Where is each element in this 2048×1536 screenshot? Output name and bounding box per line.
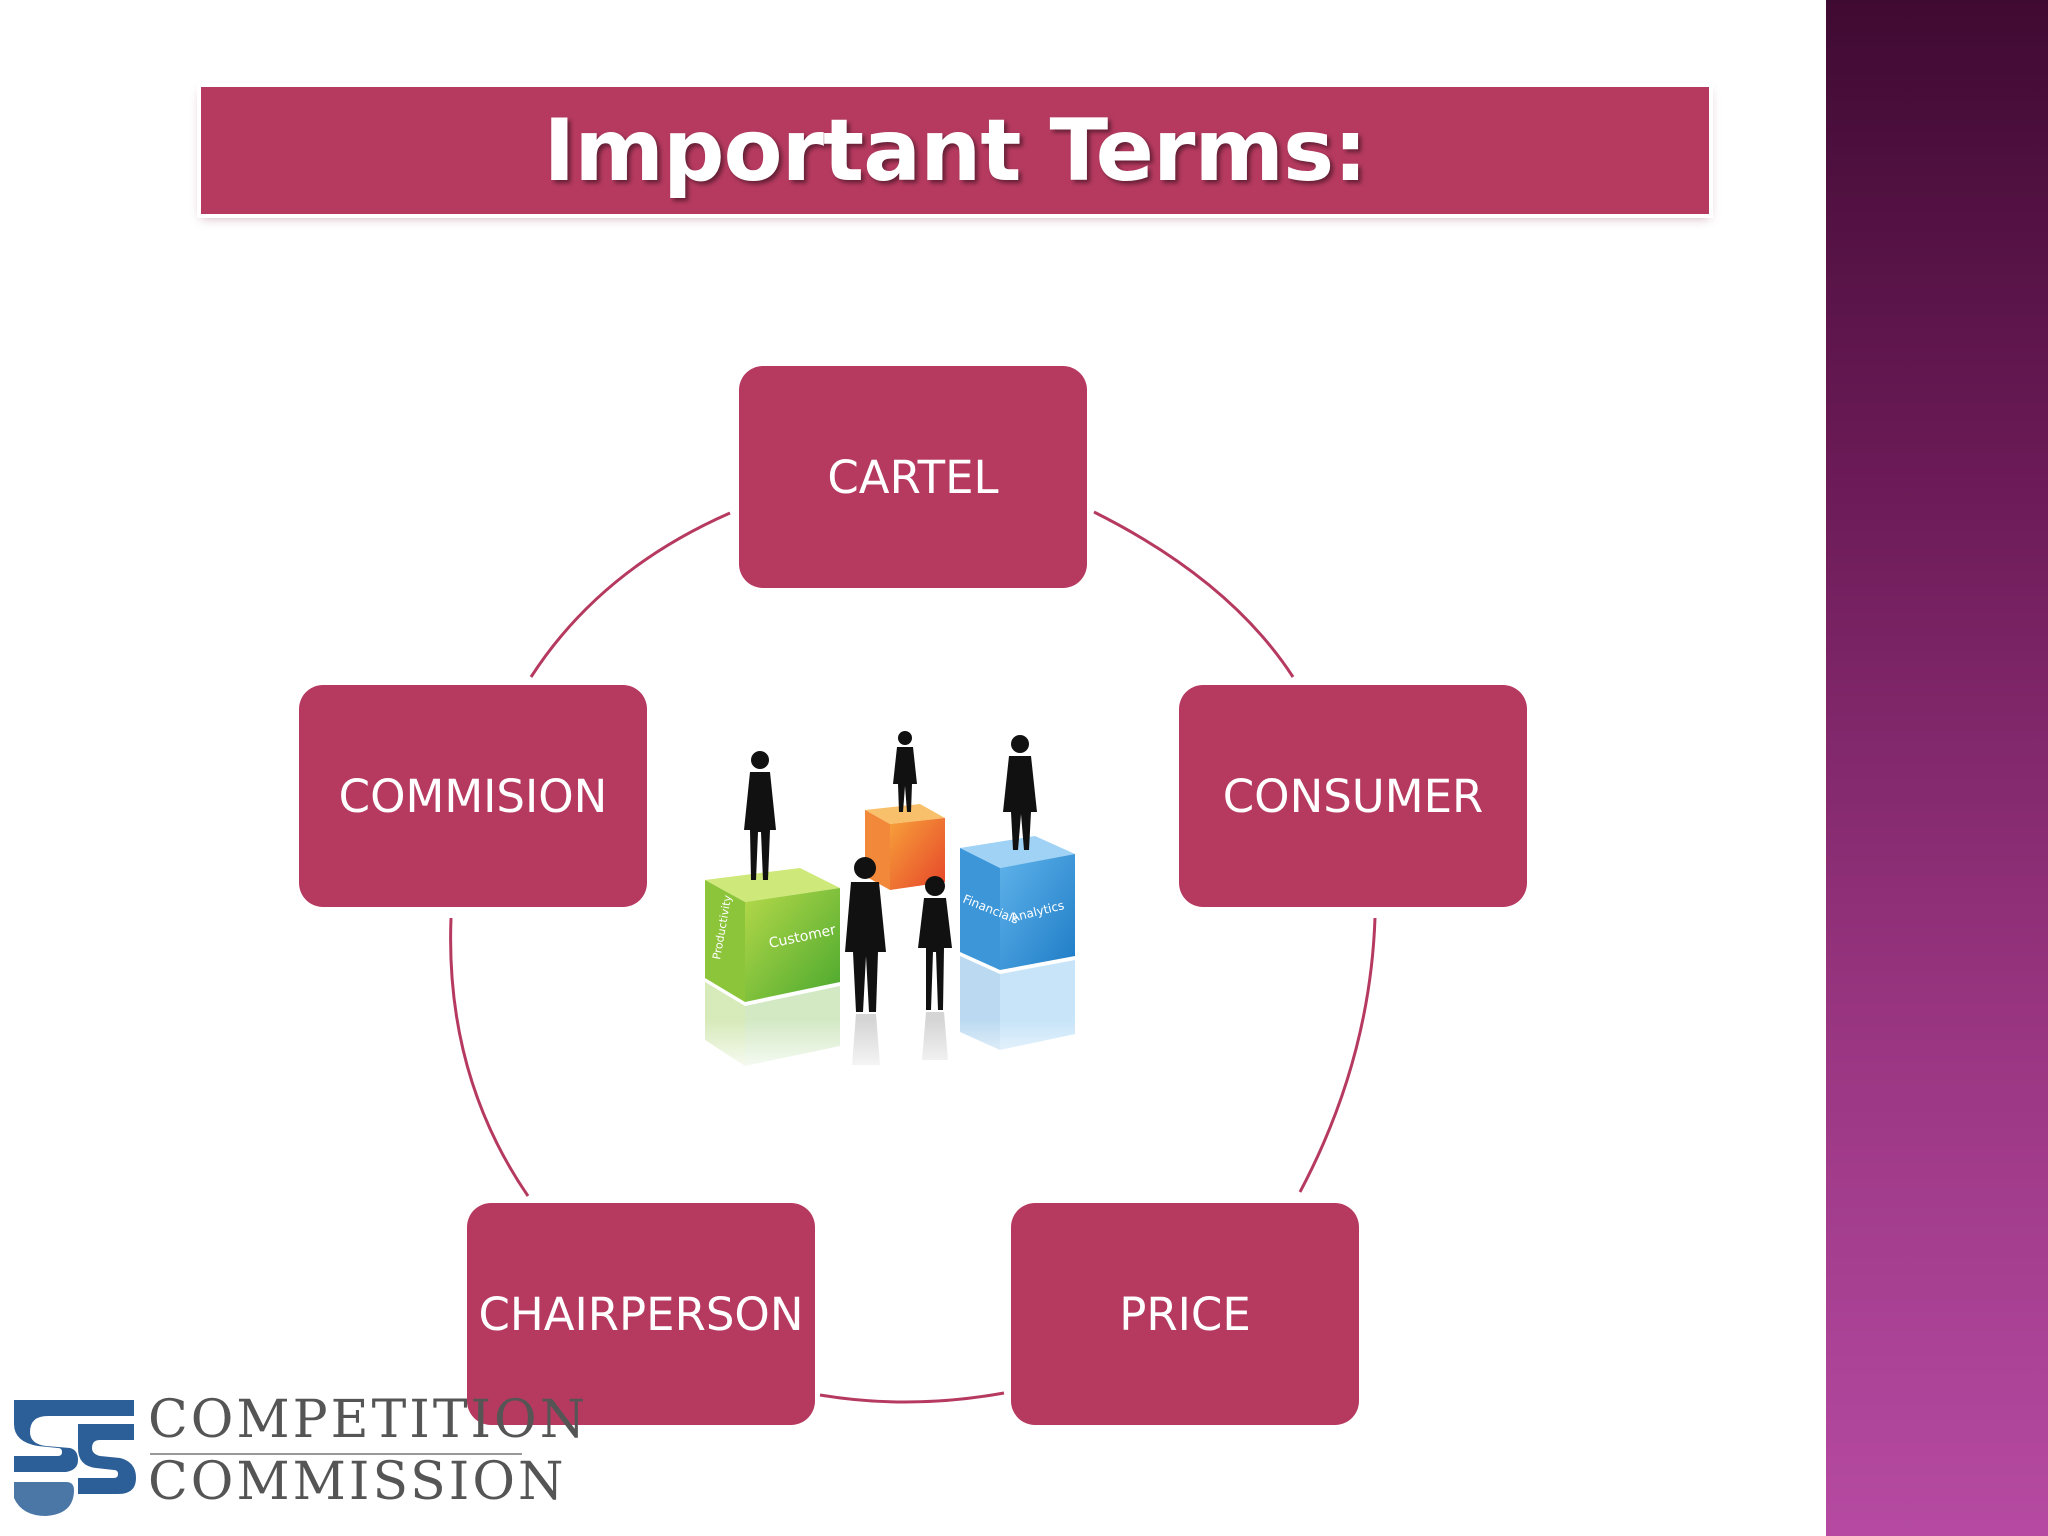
logo-text-line1: COMPETITION bbox=[148, 1390, 589, 1450]
ring-arc-price-chairperson bbox=[819, 1391, 1005, 1404]
competition-commission-emblem-icon bbox=[14, 1400, 136, 1516]
decorative-side-bar bbox=[1826, 0, 2048, 1536]
blue-cube: Financials Analytics bbox=[960, 836, 1075, 1050]
term-box-chairperson: CHAIRPERSON bbox=[467, 1203, 815, 1425]
logo-text-line2: COMMISSION bbox=[148, 1452, 567, 1512]
business-people-silhouettes bbox=[744, 731, 1037, 1012]
slide-title: Important Terms: bbox=[543, 100, 1367, 201]
term-box-commision: COMMISION bbox=[299, 685, 647, 907]
term-label-commision: COMMISION bbox=[338, 769, 608, 823]
title-banner: Important Terms: bbox=[201, 87, 1709, 214]
term-box-consumer: CONSUMER bbox=[1179, 685, 1527, 907]
term-box-price: PRICE bbox=[1011, 1203, 1359, 1425]
competition-commission-logo: COMPETITION COMMISSION bbox=[8, 1386, 585, 1526]
term-box-cartel: CARTEL bbox=[739, 366, 1087, 588]
ring-arc-consumer-price bbox=[1298, 917, 1377, 1193]
term-label-chairperson: CHAIRPERSON bbox=[478, 1287, 804, 1341]
ring-arc-chairperson-commision bbox=[449, 917, 530, 1197]
ring-arc-cartel-consumer bbox=[1093, 510, 1295, 678]
term-label-consumer: CONSUMER bbox=[1222, 769, 1484, 823]
ring-arc-commision-cartel bbox=[529, 511, 731, 678]
business-people-on-cubes-illustration: Customer 360 Productivity Financials Ana… bbox=[690, 731, 1110, 1080]
term-label-price: PRICE bbox=[1119, 1287, 1251, 1341]
logo-divider bbox=[150, 1453, 522, 1455]
term-label-cartel: CARTEL bbox=[827, 450, 999, 504]
